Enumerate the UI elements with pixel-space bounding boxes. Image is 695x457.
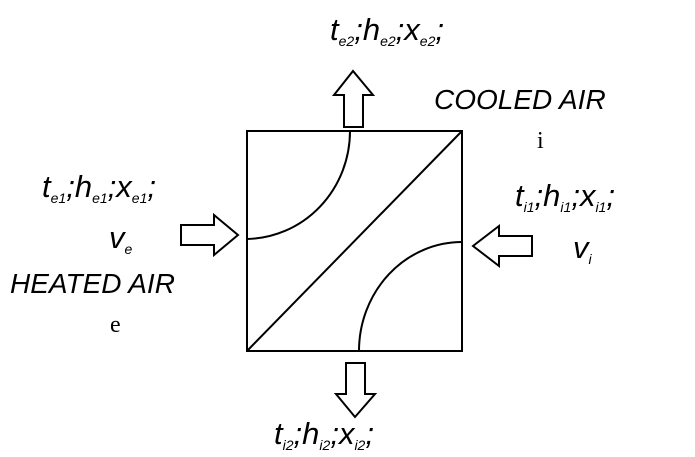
label-cooled-air: COOLED AIR <box>434 84 606 115</box>
label-heated-letter: e <box>110 312 121 338</box>
exchanger-diagonal <box>246 130 463 352</box>
label-left-inlet: te1;he1;xe1; <box>42 169 156 206</box>
label-left-velocity: ve <box>109 220 133 257</box>
label-cooled-letter: i <box>537 128 544 154</box>
label-heated-air: HEATED AIR <box>10 268 175 299</box>
outlet-arrow-down-icon <box>333 362 378 419</box>
label-right-velocity: vi <box>573 230 593 267</box>
inlet-arrow-right-icon <box>180 212 240 258</box>
label-right-inlet: ti1;hi1;xi1; <box>515 178 615 215</box>
upper-flow-arc <box>246 130 351 240</box>
label-top-outlet: te2;he2;xe2; <box>330 12 444 49</box>
outlet-arrow-up-icon <box>331 69 376 128</box>
label-bottom-outlet: ti2;hi2;xi2; <box>274 416 374 453</box>
inlet-arrow-left-icon <box>471 223 533 269</box>
lower-flow-arc <box>358 241 463 352</box>
